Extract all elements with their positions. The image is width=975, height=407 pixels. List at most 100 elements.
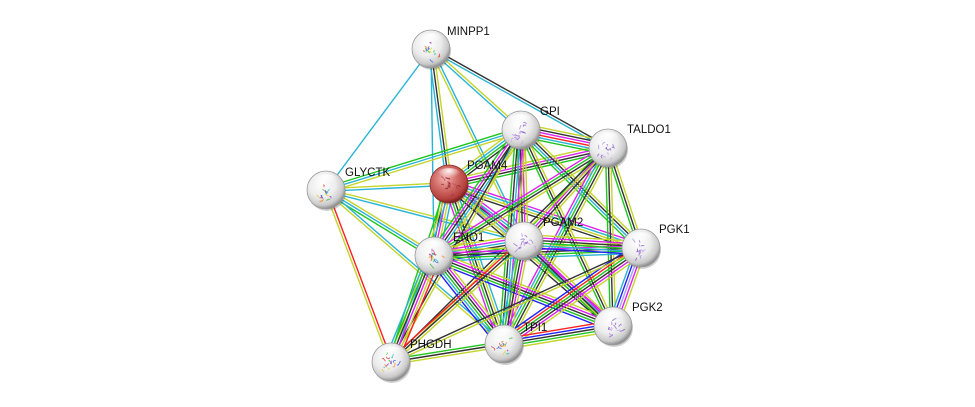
edge-line-coexpression [607,147,614,327]
edge-pgam2-pgk1[interactable] [523,233,642,256]
edge-glyctk-phgdh[interactable] [324,189,393,363]
edge-pgam2-phgdh[interactable] [388,238,527,365]
node-pgk1[interactable]: PGK1 [621,224,690,269]
edge-minpp1-taldo1[interactable] [430,47,609,150]
edge-line-textmining [324,190,504,346]
node-pgam4[interactable]: PGAM4 [429,160,508,205]
node-phgdh[interactable]: PHGDH [371,339,452,383]
node-label: TALDO1 [627,124,671,136]
node-highlight [629,232,653,246]
edge-line-neighborhood [523,241,641,250]
edge-line-cooccurrence [431,260,612,332]
edge-line-experiments [431,144,607,254]
node-label: TPI1 [523,322,547,334]
edge-line-databases [523,244,641,253]
node-highlight [512,225,536,239]
node-label: PGK2 [632,302,663,314]
edge-line-textmining [523,126,645,246]
node-pgam2[interactable]: PGAM2 [504,217,583,262]
edge-line-textmining [450,182,508,344]
node-minpp1[interactable]: MINPP1 [411,26,490,70]
edge-line-neighborhood [325,126,521,189]
node-highlight [596,132,620,146]
edge-line-databases [325,189,435,257]
edge-line-textmining [324,190,391,363]
edge-minpp1-gpi[interactable] [429,47,523,132]
node-glyctk[interactable]: GLYCTK [306,167,390,211]
edge-line-neighborhood [604,148,612,327]
edge-line-textmining [393,257,439,364]
edge-pgk1-phgdh[interactable] [390,246,642,364]
edge-line-neighborhood [429,126,518,254]
node-label: PGK1 [659,224,690,236]
edge-line-textmining [391,248,642,364]
edge-taldo1-pgk2[interactable] [604,147,617,327]
edge-line-coexpression [433,129,522,257]
edge-line-coexpression [524,239,642,248]
edge-line-databases [326,184,450,192]
node-label: PHGDH [410,339,452,351]
edge-line-databases [325,48,432,191]
edge-line-databases [501,146,607,344]
node-highlight [422,240,446,254]
node-label: MINPP1 [447,26,490,38]
edge-line-databases [435,131,524,258]
node-highlight [437,168,461,182]
edge-minpp1-glyctk[interactable] [325,48,432,191]
node-tpi1[interactable]: TPI1 [484,322,547,365]
edge-layer [324,47,647,366]
edge-taldo1-pgam2[interactable] [520,144,612,245]
node-highlight [492,328,516,342]
edge-line-coexpression [504,248,643,346]
edge-line-cooccurrence [428,259,500,349]
node-gpi[interactable]: GPI [501,106,560,151]
node-highlight [314,174,338,188]
edge-line-textmining [326,188,525,241]
edge-line-textmining [326,187,436,255]
edge-line-coexpression [434,148,610,258]
node-taldo1[interactable]: TALDO1 [588,124,671,169]
edge-line-databases [384,253,429,360]
edge-taldo1-eno1[interactable] [431,144,611,260]
node-highlight [509,114,533,128]
edge-line-experiments [524,236,642,245]
edge-eno1-pgk2[interactable] [431,250,616,332]
node-label: GLYCTK [345,167,390,179]
edge-line-coexpression [524,148,610,243]
edge-line-databases [325,129,522,191]
edge-glyctk-gpi[interactable] [325,126,522,194]
node-eno1[interactable]: ENO1 [414,232,484,277]
edge-line-textmining [435,150,611,260]
edge-line-coexpression [522,241,613,328]
edge-line-fusion [388,238,523,361]
edge-glyctk-pgam4[interactable] [325,182,450,192]
edge-line-textmining [526,150,612,245]
node-highlight [419,33,443,47]
edge-line-textmining [524,233,642,243]
edge-line-coexpression [430,48,450,185]
edge-line-coexpression [449,148,609,186]
edge-line-coexpression [520,129,614,327]
edge-line-neighborhood [387,182,448,362]
edge-line-coexpression [390,246,641,362]
edge-line-coexpression [390,240,525,363]
edge-line-neighborhood [432,146,608,256]
edge-line-experiments [431,128,520,255]
node-highlight [379,346,403,360]
edge-line-coexpression [431,47,609,148]
edge-line-textmining [438,251,510,341]
edge-glyctk-pgam2[interactable] [325,188,525,243]
edge-line-experiments [522,146,608,241]
node-label: PGAM2 [543,217,583,229]
edge-line-experiments [448,146,608,184]
edge-line-textmining [431,47,523,130]
edge-line-coexpression [433,255,614,327]
edge-line-textmining [432,48,453,184]
edge-line-textmining [326,131,522,194]
edge-pgam4-taldo1[interactable] [447,143,610,189]
node-pgk2[interactable]: PGK2 [593,302,663,347]
edge-line-neighborhood [449,151,610,189]
edge-line-neighborhood [520,243,611,330]
